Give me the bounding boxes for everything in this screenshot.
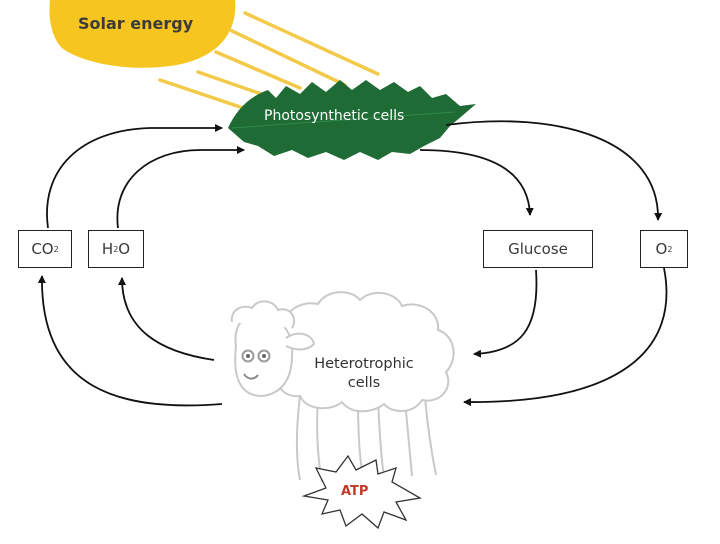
o2-subscript: 2 xyxy=(667,244,673,254)
sheep-shape xyxy=(230,291,455,491)
arrow-co2-to-leaf xyxy=(46,124,223,229)
photosynthetic-cells-label: Photosynthetic cells xyxy=(264,108,405,124)
arrow-heterotroph-to-co2 xyxy=(37,275,223,407)
glucose-box: Glucose xyxy=(483,230,593,268)
arrow-o2-to-heterotroph xyxy=(463,267,668,407)
arrow-glucose-to-heterotroph xyxy=(473,269,538,358)
o2-main: O xyxy=(655,240,668,258)
co2-subscript: 2 xyxy=(53,244,59,254)
arrow-leaf-to-glucose xyxy=(419,149,534,216)
arrow-heterotroph-to-h2o xyxy=(118,277,215,361)
h2o-main: H xyxy=(101,240,114,258)
heterotrophic-line2: cells xyxy=(347,375,381,391)
sun-shape xyxy=(49,0,236,68)
leaf-shape xyxy=(228,80,476,160)
glucose-label: Glucose xyxy=(508,240,568,258)
atp-starburst xyxy=(301,454,422,530)
h2o-tail: O xyxy=(118,240,131,258)
atp-label: ATP xyxy=(341,484,369,499)
solar-energy-label: Solar energy xyxy=(78,14,194,33)
arrow-h2o-to-leaf xyxy=(116,146,245,229)
heterotrophic-cells-label: Heterotrophic cells xyxy=(304,355,424,393)
arrow-leaf-to-o2 xyxy=(445,120,663,221)
co2-main: CO xyxy=(31,240,54,258)
sun-rays xyxy=(158,11,380,114)
arrows xyxy=(37,120,668,407)
heterotrophic-line1: Heterotrophic xyxy=(314,356,414,372)
h2o-subscript: 2 xyxy=(113,244,119,254)
